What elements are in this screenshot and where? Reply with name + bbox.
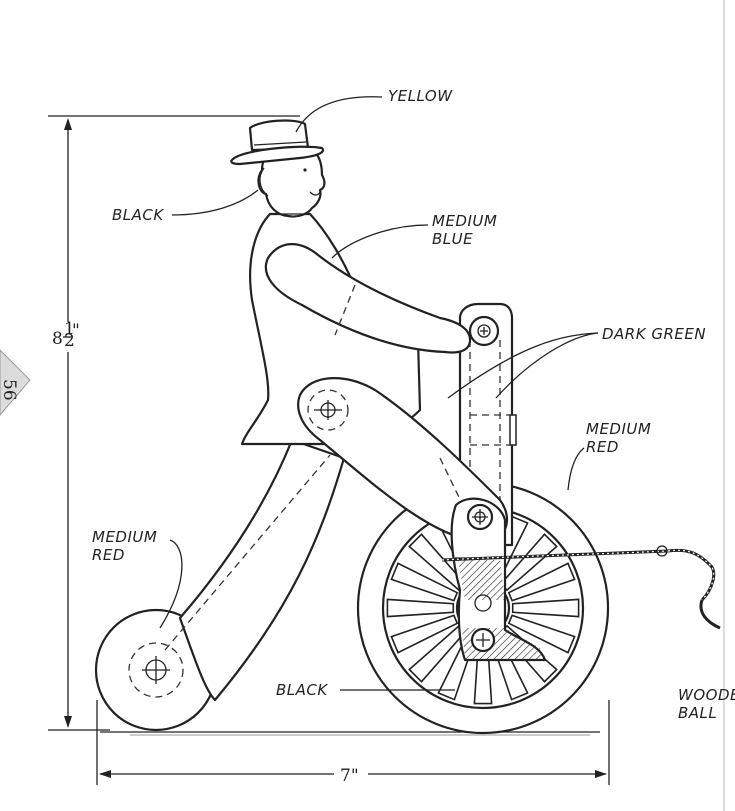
width-dimension: 7" [96,700,610,786]
arm [264,243,500,354]
wheel-spoke [507,562,576,602]
hat [230,119,325,166]
label-ball-2: BALL [678,704,717,722]
width-value: 7" [340,766,359,786]
label-boot-color: BLACK [276,681,328,699]
height-value: 8 [52,329,63,349]
label-ball-1: WOODEN [678,686,735,704]
pull-string [441,545,721,630]
label-big-wheel-color-2: RED [586,438,619,456]
label-big-wheel-color-1: MEDIUM [586,420,651,438]
label-hat-color: YELLOW [388,87,453,105]
label-small-wheel-color-1: MEDIUM [92,528,157,546]
label-shirt-color-1: MEDIUM [432,212,497,230]
height-dimension: 8 1 2 " [48,115,300,731]
wheel-spoke [390,614,459,654]
height-inch-mark: " [72,321,80,341]
page-number: 56 [0,379,19,401]
frame-rear-leg [164,438,346,702]
wheel-spoke [390,562,459,602]
boot [450,497,547,662]
label-small-wheel-color-2: RED [92,546,125,564]
label-shirt-color-2: BLUE [432,230,473,248]
wheel-spoke [386,598,455,618]
label-hair-color: BLACK [112,206,164,224]
leader-lines [159,96,599,691]
height-fraction-num: 1 [64,319,75,339]
height-fraction-den: 2 [64,331,75,351]
label-frame-color: DARK GREEN [602,325,706,343]
wheel-spoke [507,614,576,654]
wheel-spoke [511,598,580,618]
page-tab: 56 [0,349,31,416]
